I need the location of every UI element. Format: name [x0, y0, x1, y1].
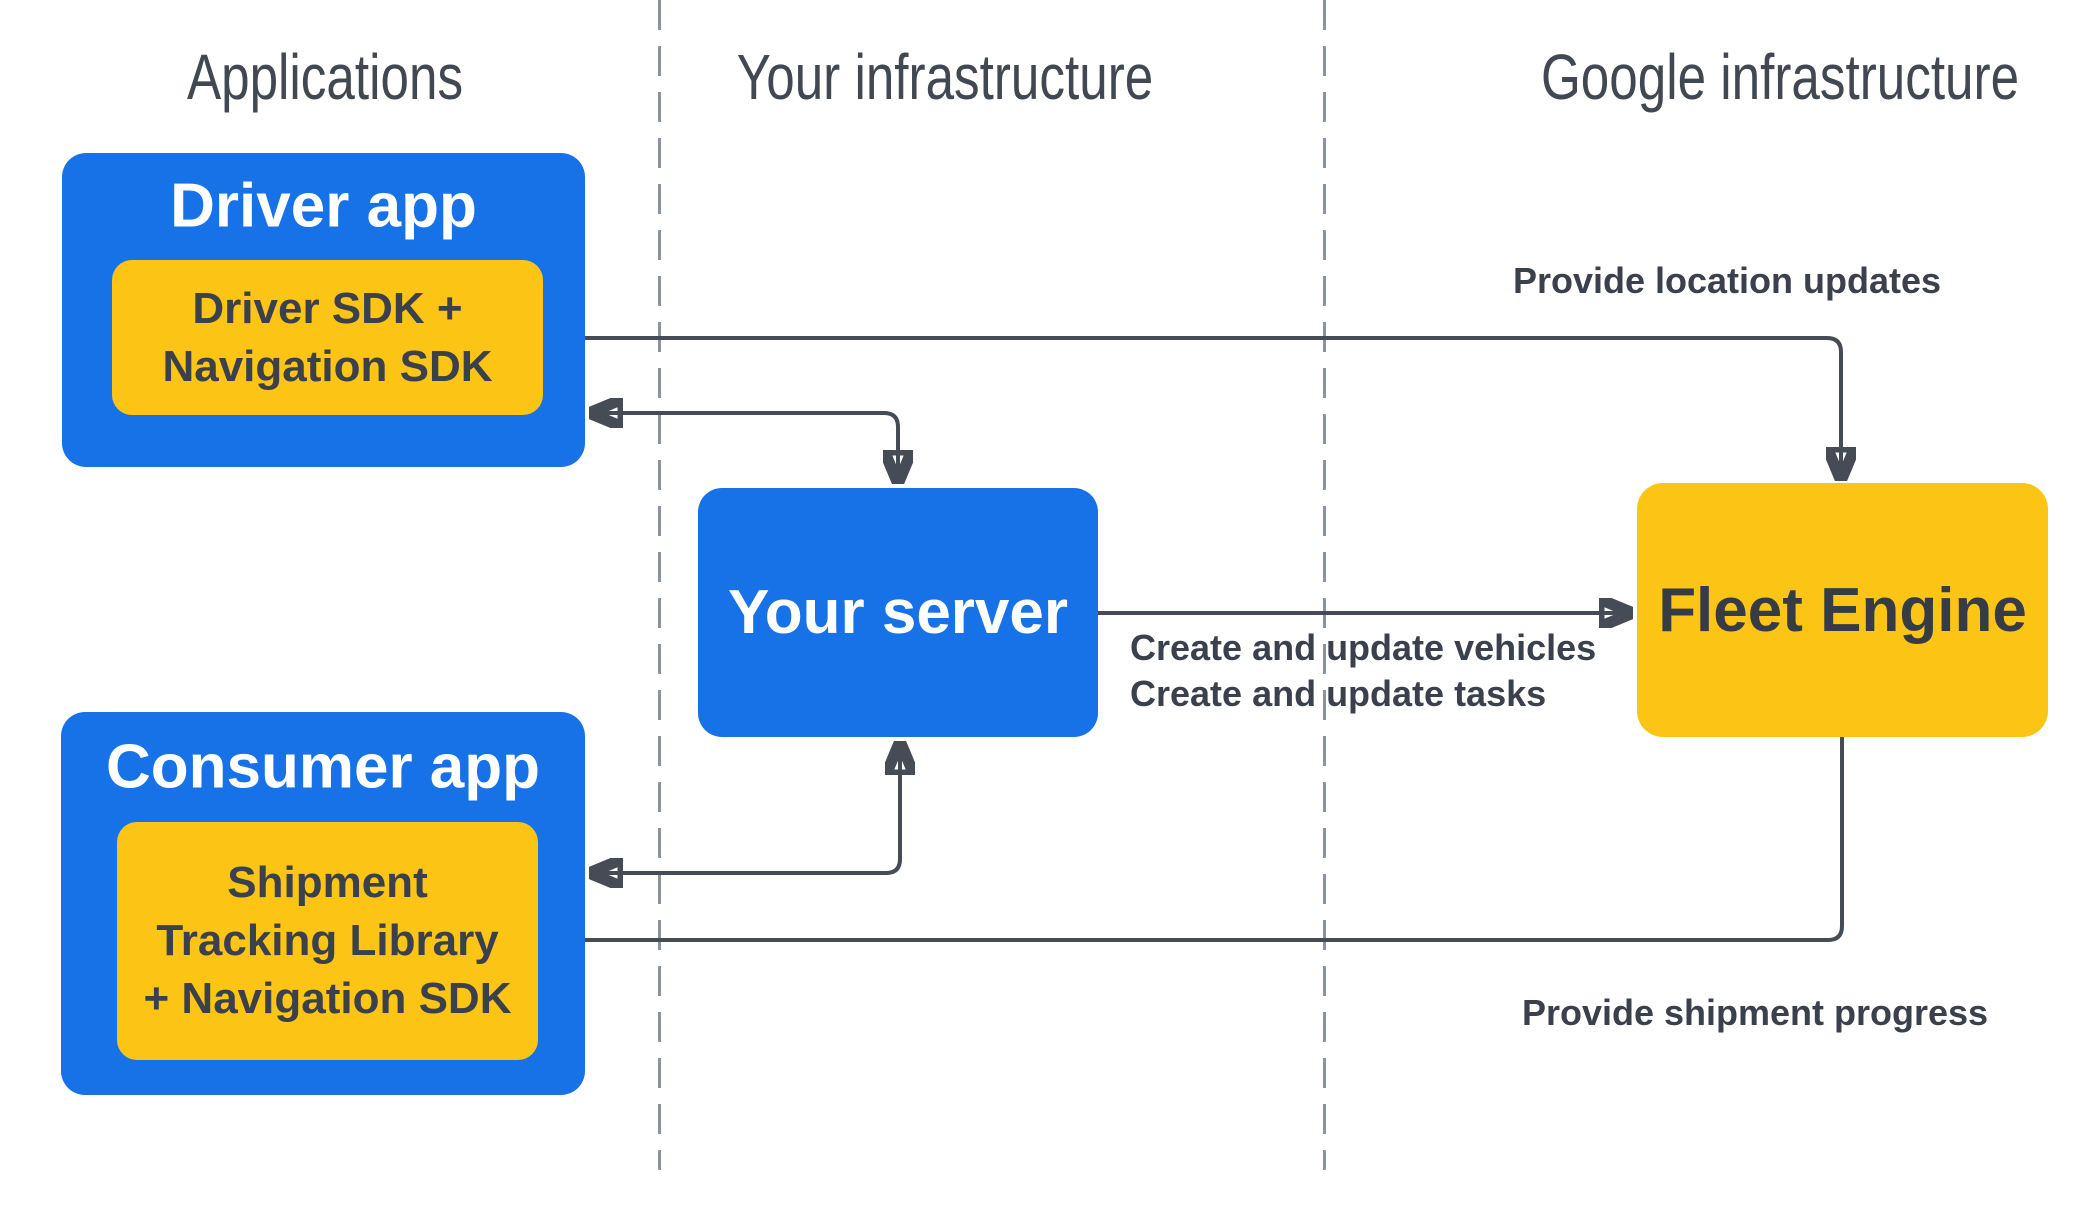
node-title-consumer-app: Consumer app — [105, 732, 541, 802]
node-title-driver-app: Driver app — [170, 171, 477, 241]
consumer-sdk-label-line3: + Navigation SDK — [143, 974, 512, 1023]
arrow-location-updates — [552, 338, 1841, 478]
node-fleet-engine: Fleet Engine — [1637, 483, 2048, 737]
edge-label-provide-shipment-progress: Provide shipment progress — [1521, 992, 1989, 1033]
column-header-applications: Applications — [186, 41, 464, 113]
arrow-server-consumer-app — [592, 744, 900, 873]
arrow-shipment-progress — [552, 737, 1844, 940]
column-divider-2 — [1323, 0, 1326, 1170]
node-title-your-server: Your server — [727, 578, 1069, 647]
node-your-server: Your server — [698, 488, 1098, 737]
edge-label-create-tasks: Create and update tasks — [1130, 673, 1547, 714]
arrow-driver-app-server — [592, 413, 898, 481]
node-title-fleet-engine: Fleet Engine — [1658, 575, 2027, 645]
driver-sdk-label-line2: Navigation SDK — [162, 341, 493, 391]
node-driver-sdk: Driver SDK + Navigation SDK — [112, 260, 543, 415]
edge-label-create-vehicles: Create and update vehicles — [1130, 627, 1597, 668]
consumer-sdk-label-line1: Shipment — [227, 858, 428, 907]
driver-sdk-label-line1: Driver SDK + — [192, 283, 463, 333]
node-shipment-tracking-library: Shipment Tracking Library + Navigation S… — [117, 822, 538, 1060]
column-divider-1 — [658, 0, 661, 1170]
consumer-sdk-label-line2: Tracking Library — [156, 916, 499, 965]
node-consumer-app: Consumer app Shipment Tracking Library +… — [61, 712, 585, 1095]
node-driver-app: Driver app Driver SDK + Navigation SDK — [62, 153, 585, 467]
edge-label-create-and-update: Create and update vehicles Create and up… — [1130, 625, 1596, 717]
column-header-your-infrastructure: Your infrastructure — [736, 41, 1154, 113]
edge-label-provide-location-updates: Provide location updates — [1512, 260, 1942, 301]
column-header-google-infrastructure: Google infrastructure — [1540, 41, 2020, 113]
